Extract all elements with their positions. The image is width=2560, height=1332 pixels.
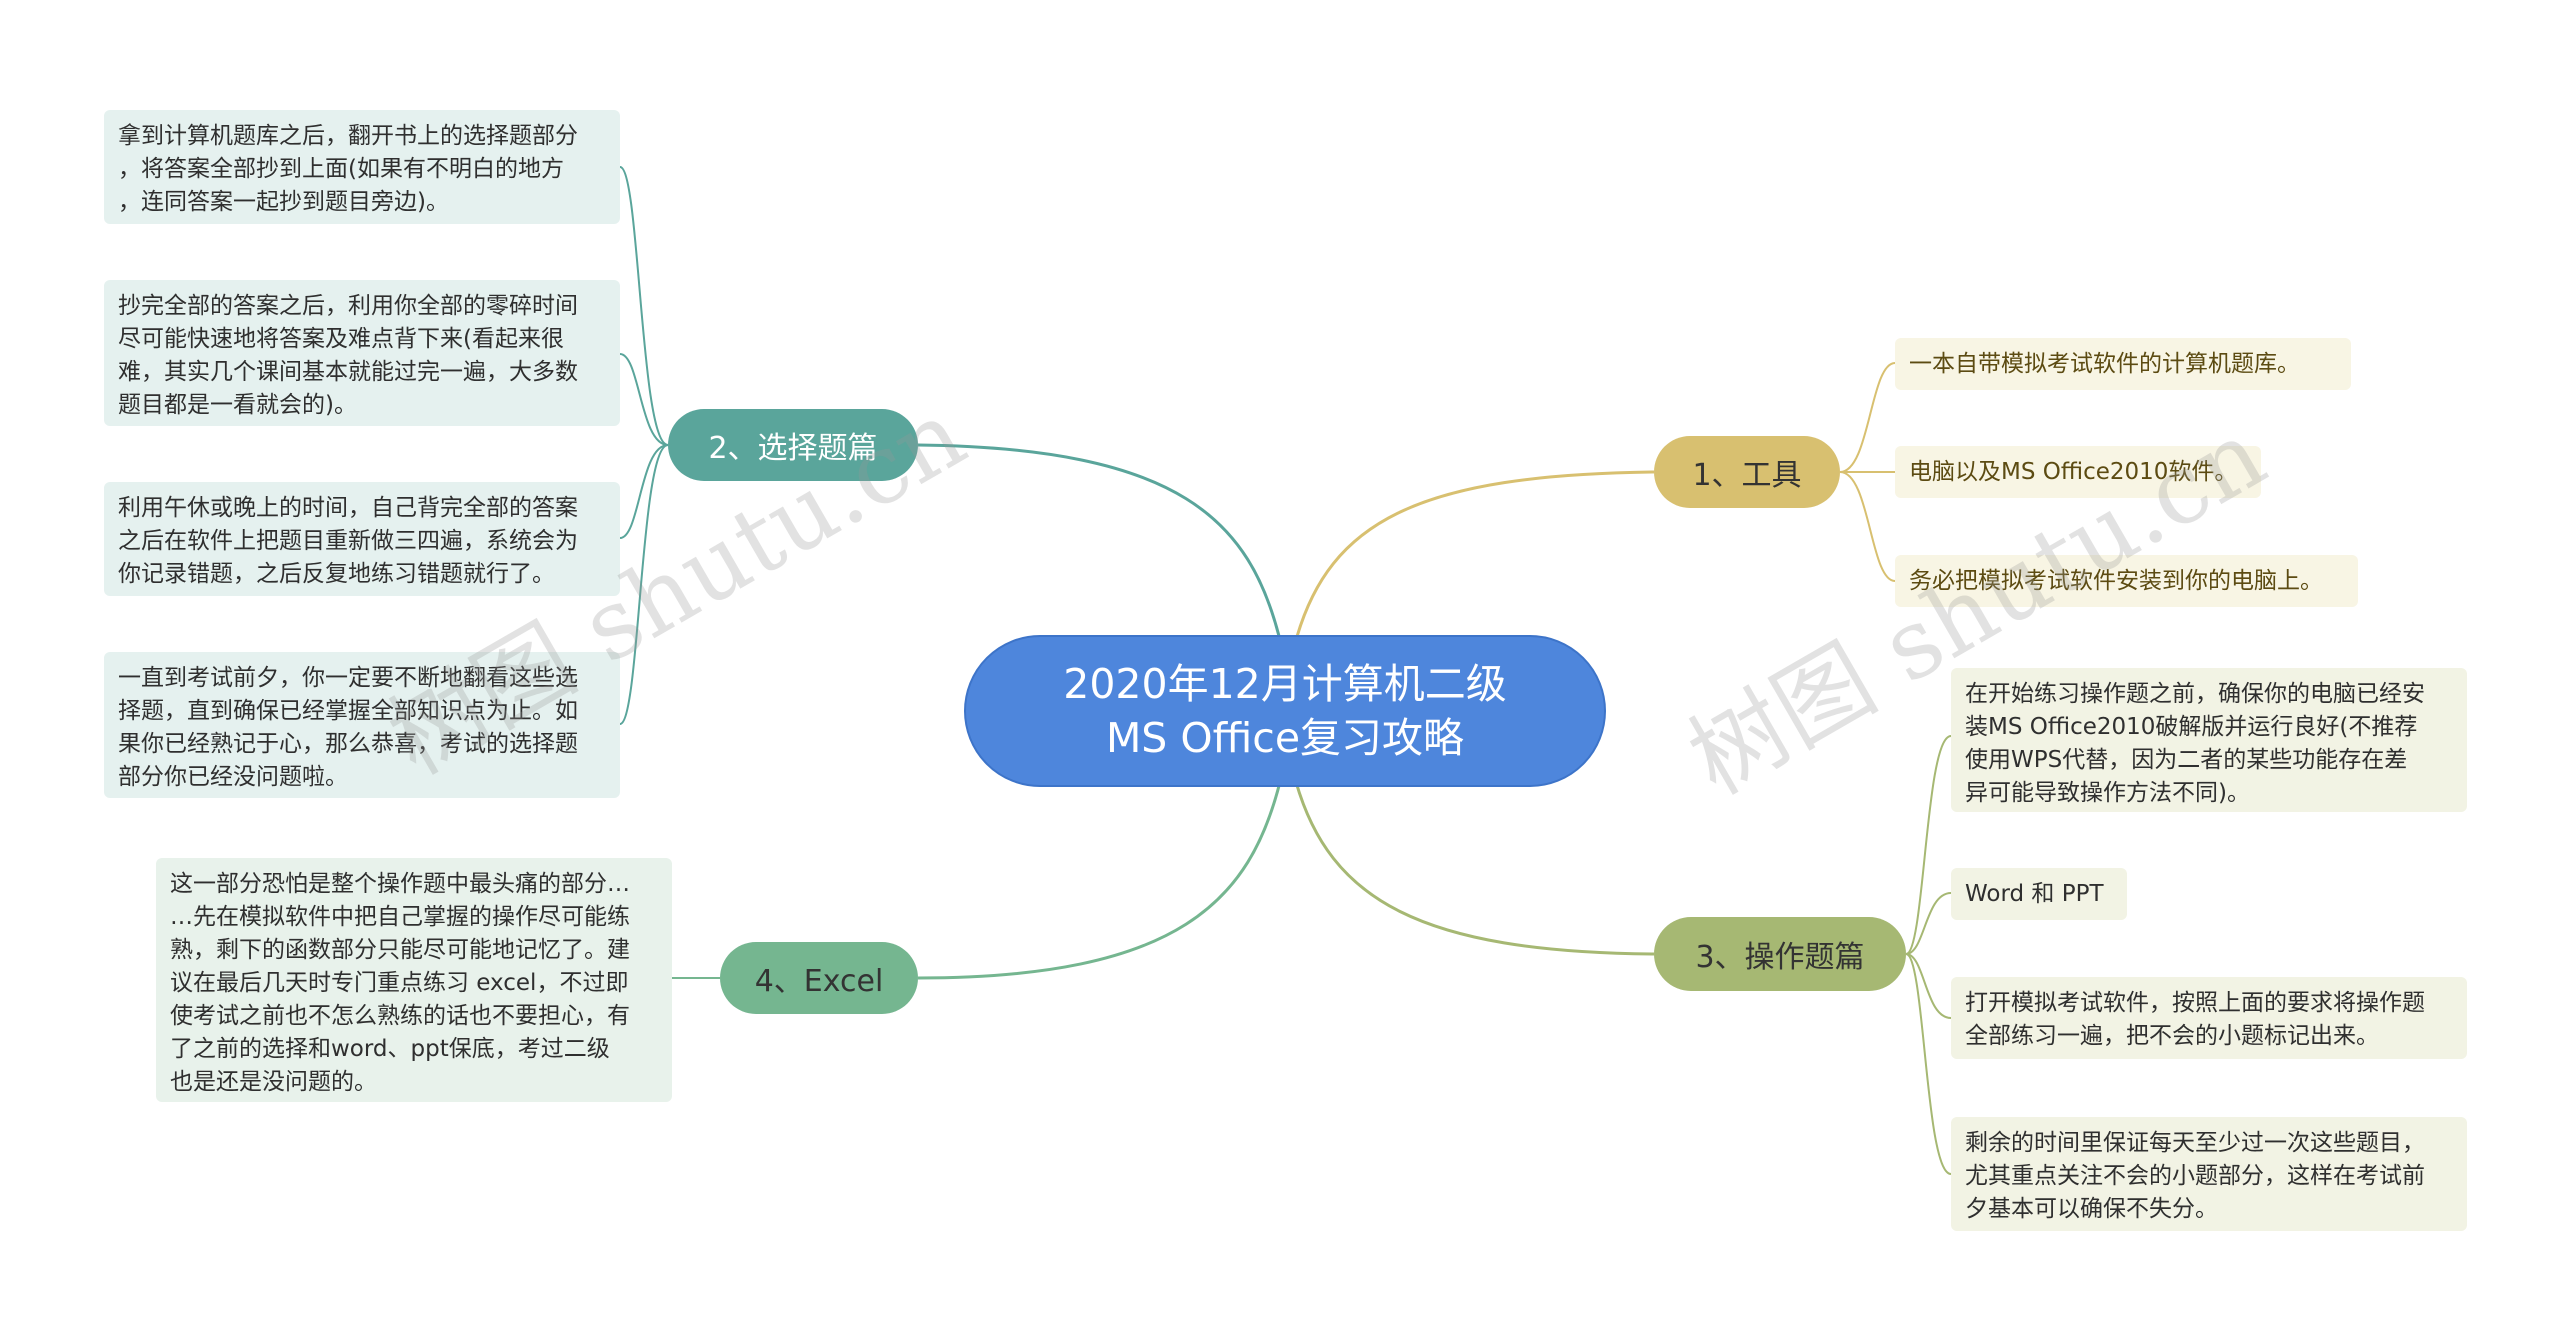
central-title-line1: 2020年12月计算机二级	[1063, 660, 1507, 708]
link-ops-1	[1905, 735, 1952, 955]
leaf-choice-4[interactable]: 一直到考试前夕，你一定要不断地翻看这些选 择题，直到确保已经掌握全部知识点为止。…	[104, 652, 620, 798]
link-choice-1	[619, 166, 669, 446]
leaf-choice-1[interactable]: 拿到计算机题库之后，翻开书上的选择题部分 ，将答案全部抄到上面(如果有不明白的地…	[104, 110, 620, 224]
leaf-tools-1[interactable]: 一本自带模拟考试软件的计算机题库。	[1895, 338, 2351, 390]
topic-operations[interactable]: 3、操作题篇	[1654, 917, 1906, 991]
leaf-choice-3[interactable]: 利用午休或晚上的时间，自己背完全部的答案 之后在软件上把题目重新做三四遍，系统会…	[104, 482, 620, 596]
leaf-tools-3[interactable]: 务必把模拟考试软件安装到你的电脑上。	[1895, 555, 2358, 607]
topic-tools[interactable]: 1、工具	[1654, 436, 1840, 508]
link-central-tools	[1294, 470, 1655, 641]
link-choice-4	[619, 444, 669, 725]
link-tools-3	[1839, 471, 1896, 582]
link-ops-2	[1905, 892, 1952, 955]
topic-multiple-choice[interactable]: 2、选择题篇	[668, 409, 918, 481]
leaf-ops-2[interactable]: Word 和 PPT	[1951, 868, 2127, 920]
central-title-line2: MS Office复习攻略	[1105, 714, 1465, 762]
topic-excel[interactable]: 4、Excel	[720, 942, 918, 1014]
leaf-tools-2[interactable]: 电脑以及MS Office2010软件。	[1895, 446, 2261, 498]
leaf-ops-3[interactable]: 打开模拟考试软件，按照上面的要求将操作题 全部练习一遍，把不会的小题标记出来。	[1951, 977, 2467, 1059]
leaf-choice-2[interactable]: 抄完全部的答案之后，利用你全部的零碎时间 尽可能快速地将答案及难点背下来(看起来…	[104, 280, 620, 426]
link-ops-3	[1905, 953, 1952, 1019]
link-ops-4	[1905, 953, 1952, 1175]
link-tools-1	[1839, 362, 1896, 473]
leaf-ops-4[interactable]: 剩余的时间里保证每天至少过一次这些题目， 尤其重点关注不会的小题部分，这样在考试…	[1951, 1117, 2467, 1231]
link-central-excel	[917, 781, 1282, 980]
link-choice-2	[619, 353, 669, 446]
leaf-ops-1[interactable]: 在开始练习操作题之前，确保你的电脑已经安 装MS Office2010破解版并运…	[1951, 668, 2467, 812]
link-central-choice	[917, 443, 1282, 641]
central-topic[interactable]: 2020年12月计算机二级 MS Office复习攻略	[964, 635, 1606, 787]
link-choice-3	[619, 444, 669, 539]
link-central-ops	[1294, 781, 1655, 956]
leaf-excel-1[interactable]: 这一部分恐怕是整个操作题中最头痛的部分… …先在模拟软件中把自己掌握的操作尽可能…	[156, 858, 672, 1102]
